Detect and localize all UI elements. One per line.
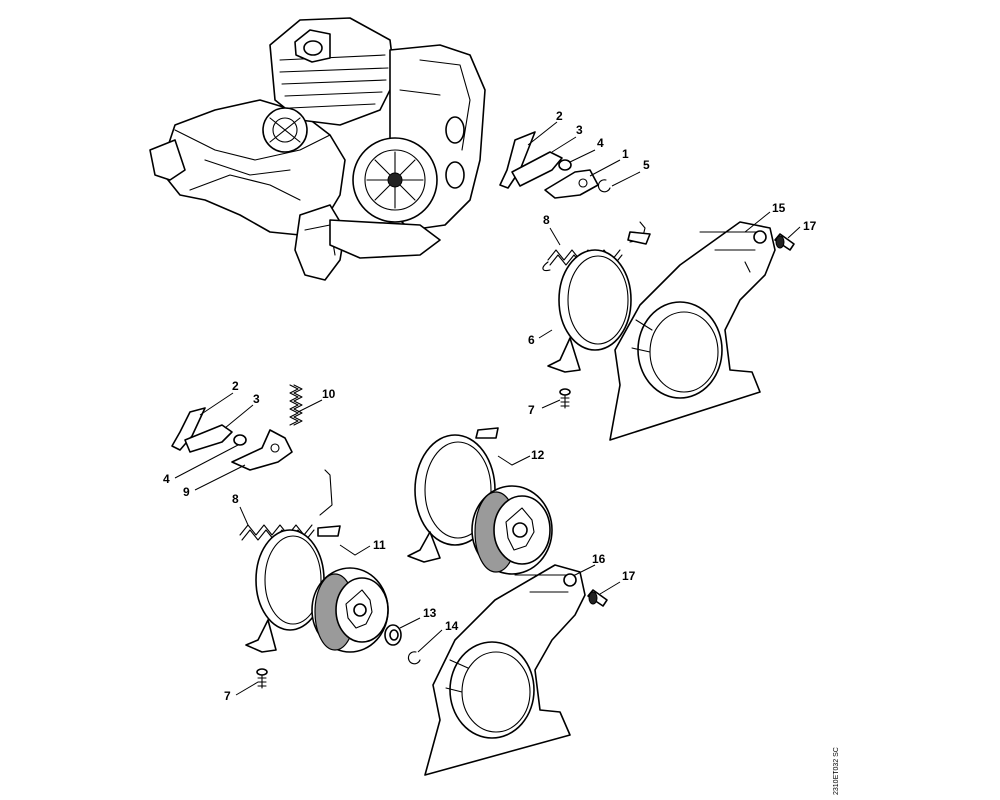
callout-8-lower: 8 <box>232 492 239 506</box>
part-4-washer-lower <box>233 434 247 446</box>
callout-2-lower: 2 <box>232 379 239 393</box>
part-13-washer <box>384 624 402 646</box>
callout-9: 9 <box>183 485 190 499</box>
part-9-bell-crank-assembly <box>231 429 293 471</box>
part-4-washer-upper <box>558 159 572 171</box>
callout-14: 14 <box>445 619 459 633</box>
part-3-link-lower <box>184 424 233 453</box>
callout-17-lower: 17 <box>622 569 636 583</box>
part-7-screw-lower <box>256 668 268 689</box>
callout-8: 8 <box>543 213 550 227</box>
callout-3-lower: 3 <box>253 392 260 406</box>
callout-11: 11 <box>373 538 386 552</box>
document-reference: 2310ET032 SC <box>833 747 840 795</box>
part-6-brake-band-upper <box>547 231 651 373</box>
part-15-sprocket-cover <box>609 221 776 441</box>
callout-6: 6 <box>528 333 535 347</box>
part-2-lever-upper <box>499 131 536 189</box>
callout-5: 5 <box>643 158 650 172</box>
callout-7: 7 <box>528 403 535 417</box>
upper-brake-assembly <box>499 131 795 441</box>
callout-1: 1 <box>622 147 629 161</box>
callout-17: 17 <box>803 219 817 233</box>
part-2-lever-lower <box>171 407 206 451</box>
callout-7-lower: 7 <box>224 689 231 703</box>
callout-2: 2 <box>556 109 563 123</box>
part-17-screw-lower <box>587 589 608 607</box>
part-16-sprocket-cover <box>424 564 586 776</box>
part-12-brake-band-drum <box>407 427 553 575</box>
callout-15: 15 <box>772 201 786 215</box>
powerhead-engine <box>149 17 486 281</box>
callout-16: 16 <box>592 552 606 566</box>
part-1-bell-crank <box>544 169 599 199</box>
callout-4: 4 <box>597 136 604 150</box>
callout-labels: 1 2 3 4 5 6 7 8 15 17 2 3 4 9 10 8 11 12… <box>163 109 817 703</box>
part-7-screw-upper <box>559 388 571 409</box>
callout-10: 10 <box>322 387 336 401</box>
callout-12: 12 <box>531 448 545 462</box>
part-5-clip <box>597 179 611 193</box>
part-10-spring <box>289 384 303 426</box>
callout-4-lower: 4 <box>163 472 170 486</box>
part-14-clip <box>407 651 421 665</box>
part-17-screw-upper <box>774 233 795 251</box>
part-3-link-upper <box>511 151 563 187</box>
lower-brake-assembly <box>171 384 421 689</box>
part-11-brake-band-drum <box>245 525 389 653</box>
leader-lines <box>174 121 801 696</box>
callout-13: 13 <box>423 606 437 620</box>
callout-3: 3 <box>576 123 583 137</box>
